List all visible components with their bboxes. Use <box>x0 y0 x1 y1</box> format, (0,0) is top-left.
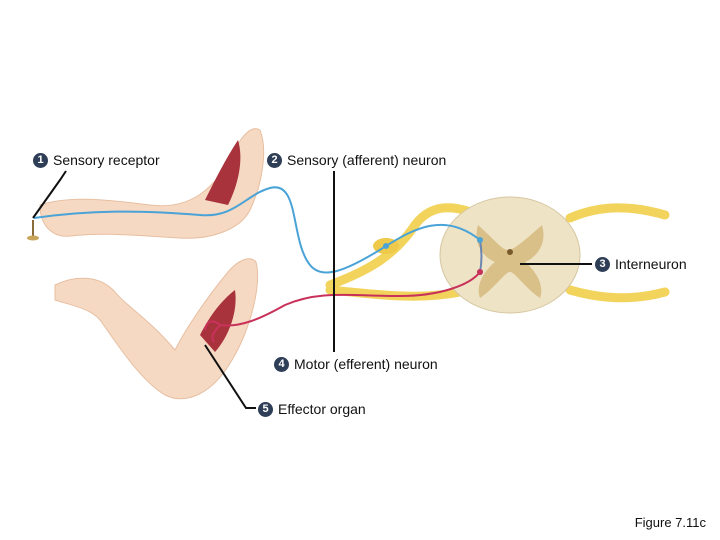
figure-caption: Figure 7.11c <box>634 515 706 530</box>
label-sensory-neuron: 2 Sensory (afferent) neuron <box>267 152 446 168</box>
label-effector-organ: 5 Effector organ <box>258 401 366 417</box>
sensory-cell-body <box>383 243 389 249</box>
step-badge-1: 1 <box>33 152 48 168</box>
label-text: Effector organ <box>278 401 366 417</box>
upper-arm <box>39 128 265 239</box>
step-badge-3: 3 <box>595 256 610 272</box>
sensory-neuron-path <box>33 186 481 274</box>
label-text: Interneuron <box>615 256 687 272</box>
motor-cell-body <box>477 269 483 275</box>
step-badge-5: 5 <box>258 401 273 417</box>
leader-lines <box>32 170 592 409</box>
spinal-cord <box>439 196 581 314</box>
tack-icon <box>27 220 39 241</box>
central-canal <box>507 249 513 255</box>
label-text: Motor (efferent) neuron <box>294 356 438 372</box>
upper-arm-muscle <box>205 140 241 205</box>
motor-end-plate <box>204 320 221 343</box>
label-sensory-receptor: 1 Sensory receptor <box>33 152 160 168</box>
label-interneuron: 3 Interneuron <box>595 256 687 272</box>
step-badge-4: 4 <box>274 356 289 372</box>
lower-arm-muscle <box>200 290 236 352</box>
label-text: Sensory receptor <box>53 152 160 168</box>
step-badge-2: 2 <box>267 152 282 168</box>
lower-arm <box>54 258 259 400</box>
label-motor-neuron: 4 Motor (efferent) neuron <box>274 356 438 372</box>
label-text: Sensory (afferent) neuron <box>287 152 447 168</box>
motor-neuron-path <box>219 271 481 327</box>
